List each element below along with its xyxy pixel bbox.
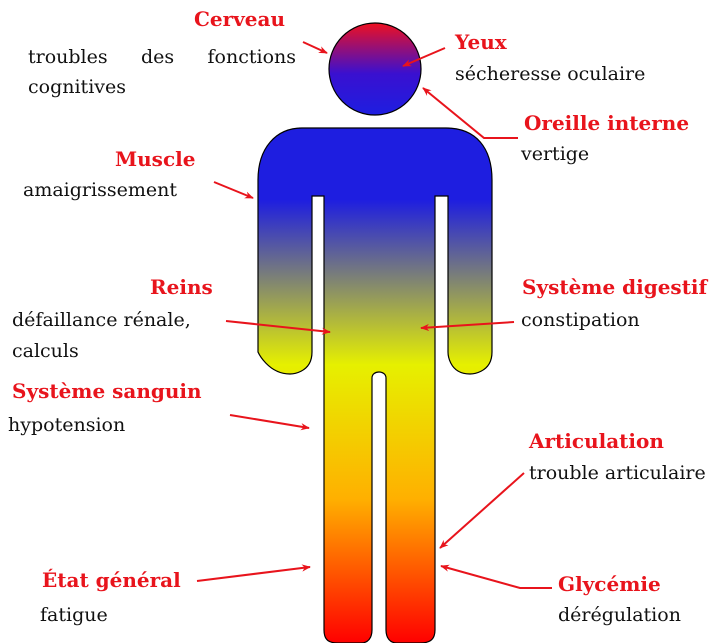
label-cerveau-text-1: troubles des fonctions [28,44,296,71]
label-articulation-text: trouble articulaire [529,460,706,487]
label-digestif-text: constipation [521,307,640,334]
label-etat-general-text: fatigue [40,602,108,629]
label-sanguin-title: Système sanguin [12,378,202,405]
label-yeux-text: sécheresse oculaire [455,61,645,88]
label-digestif-title: Système digestif [522,274,707,301]
arrow-etat-general [197,567,310,581]
label-articulation-title: Articulation [529,428,664,455]
label-sanguin-text: hypotension [8,412,125,439]
label-cerveau-title: Cerveau [194,6,285,33]
label-reins-text-2: calculs [12,338,79,365]
arrow-muscle [214,182,253,198]
arrow-cerveau [303,42,327,53]
label-reins-text-1: défaillance rénale, [12,307,191,334]
head-shape [329,23,421,115]
label-muscle-text: amaigrissement [23,177,177,204]
label-cerveau-text-2: cognitives [28,74,126,101]
arrow-sanguin [230,415,309,428]
label-muscle-title: Muscle [115,146,195,173]
label-yeux-title: Yeux [455,29,507,56]
label-glycemie-text: dérégulation [558,602,681,629]
label-glycemie-title: Glycémie [558,571,661,598]
body-silhouette [258,128,492,643]
arrow-glycemie [441,566,552,588]
label-oreille-title: Oreille interne [524,110,689,137]
label-etat-general-title: État général [42,567,181,594]
label-oreille-text: vertige [521,141,589,168]
arrow-articulation [440,473,524,548]
label-reins-title: Reins [150,274,213,301]
